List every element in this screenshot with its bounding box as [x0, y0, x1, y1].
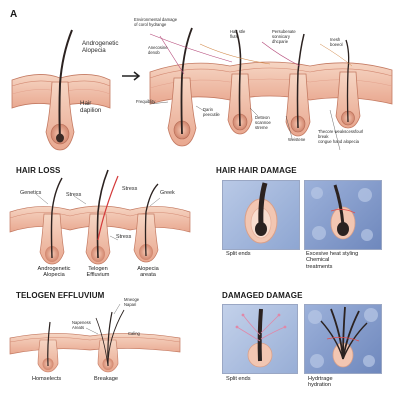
caption-homselects: Homselects	[32, 376, 62, 382]
label-stress-2: Stress	[122, 186, 138, 192]
caption-androgenetic-alopecia: Androgenetic Alopecia	[37, 266, 71, 279]
caption-heat-styling: Excesive heat styling Chemical treatment…	[306, 251, 359, 270]
label-environmental-damage: Environmental damage of corol hydrange	[134, 17, 178, 27]
telogen-title: TELOGEN EFFLUVIUM	[16, 291, 105, 300]
label-greek: Greek	[160, 190, 175, 196]
heat-styling-image	[304, 180, 382, 250]
split-ends-image	[222, 180, 300, 250]
label-napeness-areats: Napeness Areats	[72, 320, 91, 330]
label-frequiblity: Frequiblity	[136, 99, 156, 104]
label-weistene: Weistene	[288, 137, 306, 142]
label-persubenate: Persubenate sonnicary dhcparie	[272, 29, 296, 44]
caption-breakage: Breakage	[94, 376, 118, 382]
figure-label: A	[10, 9, 18, 20]
caption-split-ends-2: Split ends	[226, 376, 251, 382]
caption-hydration: Hydrtrage hydration	[308, 376, 333, 389]
label-caling: Caling	[128, 331, 140, 336]
label-stress-1: Stress	[66, 192, 82, 198]
caption-telogen-effluvium: Telogen Effluvium	[86, 266, 110, 279]
label-hair-papilla: Hair dapilion	[80, 100, 102, 114]
hair-damage-title: HAIR HAIR DAMAGE	[216, 166, 297, 175]
label-hair-stle: Hair stle fluts	[230, 29, 246, 39]
hair-loss-title: HAIR LOSS	[16, 166, 61, 175]
label-anecosine: Anecosine denob	[148, 45, 168, 55]
caption-alopecia-areata: Alopecia areata	[137, 266, 159, 279]
label-detteon: Detteon scannoe streme	[255, 115, 271, 130]
label-inesh: Inesh boeeol	[330, 37, 343, 47]
split-ends-closeup-image	[222, 304, 298, 374]
label-darin: Darin peecutile	[203, 107, 220, 117]
label-mneoge-napari: Mneoge Napari	[124, 297, 140, 307]
label-thecore-weak: Thecore weakscessfourl break congue hand…	[318, 129, 364, 144]
caption-split-ends-1: Split ends	[226, 251, 251, 257]
label-stress-3: Stress	[116, 234, 132, 240]
label-genetics: Genetics	[20, 190, 42, 196]
label-androgenetic-alopecia: Androgenetic Alopecia	[82, 40, 119, 54]
hydration-image	[304, 304, 382, 374]
damaged-damage-title: DAMAGED DAMAGE	[222, 291, 303, 300]
